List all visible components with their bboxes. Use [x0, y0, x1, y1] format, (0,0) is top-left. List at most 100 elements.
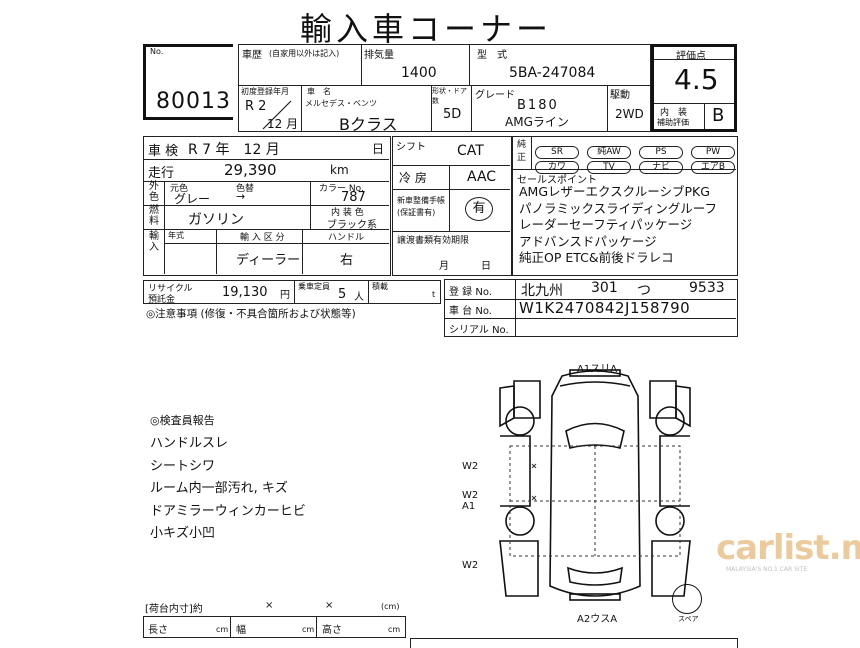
stock-number-box: No. 80013: [143, 44, 233, 120]
model-type-value: 5BA-247084: [509, 65, 596, 81]
handle-label: ハンドル: [328, 233, 365, 243]
sales-point-item: パノラミックスライディングルーフ: [519, 200, 718, 216]
color-code-label: カラー No.: [319, 184, 364, 194]
load-unit: t: [432, 290, 436, 299]
cargo-height-label: 高さ: [322, 625, 342, 636]
sunroof-option: SR: [535, 146, 579, 159]
sales-points-label: セールスポイント: [517, 175, 597, 186]
front-right-wheel: [655, 406, 685, 436]
import-class: ディーラー: [236, 253, 301, 268]
recycle-row: リサイクル 預託金 19,130 円 乗車定員 5 人 積載 t: [143, 280, 441, 305]
front-left-wheel: [505, 406, 535, 436]
rear-left-wheel: [505, 506, 535, 536]
manual-value-circle: 有: [465, 197, 493, 221]
car-body: [549, 370, 641, 597]
alloy-wheel-option: 純AW: [587, 146, 631, 159]
inspector-report: ◎検査員報告 ハンドルスレ シートシワ ルーム内一部汚れ, キズ ドアミラーウィ…: [150, 412, 306, 546]
stock-number-label: No.: [150, 47, 164, 56]
inspection-label: 車 検: [148, 144, 179, 159]
doors-value: 5D: [443, 107, 462, 122]
cargo-width-label: 幅: [236, 625, 246, 636]
cargo-dimensions: [荷台内寸]約 × × (cm) 長さ cm 幅 cm 高さ cm: [143, 598, 406, 645]
title-expiry-label: 譲渡書類有効期限: [397, 236, 470, 246]
plate-region: 北九州: [521, 283, 563, 299]
inspector-report-item: 小キズ小凹: [150, 526, 216, 541]
fuel-value: ガソリン: [188, 212, 244, 228]
sales-point-item: 純正OP ETC&前後ドラレコ: [519, 250, 674, 265]
import-label: 輸入: [149, 231, 159, 253]
load-label: 積載: [372, 282, 388, 291]
top-info-grid: 車歴 (自家用以外は記入) 排気量 1400 型 式 5BA-247084 初度…: [238, 44, 652, 134]
score-box: 評価点 4.5 内 装 補助評価 B: [651, 44, 737, 132]
diagram-label-w2-front: W2: [462, 461, 479, 472]
history-label: 車歴: [242, 50, 262, 61]
color-outer-label: 外色: [149, 181, 159, 203]
interior-label1: 内 装: [660, 108, 688, 118]
mileage-value: 29,390: [224, 161, 277, 179]
score-value: 4.5: [674, 63, 719, 96]
cargo-width-unit: cm: [302, 625, 315, 634]
diagram-label-bottom: A2ウスA: [577, 614, 618, 625]
recycle-label1: リサイクル: [148, 284, 193, 294]
score-label: 評価点: [676, 51, 706, 62]
chassis-label: 車 台 No.: [449, 306, 492, 317]
color-orig: グレー: [174, 192, 211, 206]
doors-label: 形状・ドア数: [432, 87, 467, 105]
car-model: Bクラス: [339, 115, 398, 134]
interior-color: ブラック系: [327, 220, 377, 231]
page-title: 輸入車コーナー: [300, 10, 553, 48]
interior-value: B: [712, 105, 725, 126]
inspector-report-item: シートシワ: [150, 458, 216, 474]
airbag-option: エアB: [691, 161, 735, 174]
cargo-label: [荷台内寸]約: [145, 604, 203, 615]
capacity-label: 乗車定員: [298, 282, 330, 291]
capacity-unit: 人: [354, 292, 364, 303]
sales-point-item: AMGレザーエクスクルーシブPKG: [519, 184, 710, 199]
manual-value: 有: [472, 201, 486, 216]
cargo-height-unit: cm: [388, 625, 401, 634]
cargo-x1: ×: [265, 600, 274, 611]
recycle-unit: 円: [280, 290, 290, 301]
vehicle-spec-grid: 車 検 R 7 年 12 月 日 走行 29,390 km 外色 元色 色替 グ…: [143, 136, 391, 276]
mileage-label: 走行: [148, 166, 175, 181]
color-arrow: →: [236, 190, 246, 203]
inspection-day: 日: [372, 142, 385, 156]
ac-label: 冷 房: [399, 171, 427, 185]
tv-option: TV: [587, 161, 631, 174]
fuel-label: 燃料: [149, 205, 159, 227]
import-year-label: 年式: [168, 231, 184, 240]
drive-label: 駆動: [610, 90, 630, 101]
serial-label: シリアル No.: [449, 325, 509, 336]
color-change-label: 色替: [236, 184, 255, 194]
mileage-unit: km: [330, 163, 349, 177]
interior-label2: 補助評価: [657, 118, 689, 127]
plate-class: 301: [591, 280, 618, 296]
shift-label: シフト: [396, 142, 426, 153]
diagram-label-w2-mid: W2: [462, 490, 479, 501]
leather-option: カワ: [535, 161, 579, 174]
watermark-text: carlist.my: [716, 528, 860, 568]
power-steering-option: PS: [639, 146, 683, 159]
diagram-label-w2-rear: W2: [462, 560, 479, 571]
watermark-subtext: MALAYSIA'S NO.1 CAR SITE: [726, 566, 808, 573]
navi-option: ナビ: [639, 161, 683, 174]
spare-tire-icon: [672, 584, 702, 614]
color-orig-label: 元色: [170, 184, 189, 194]
inspector-report-item: ハンドルスレ: [150, 436, 229, 451]
displacement-value: 1400: [401, 65, 437, 81]
chassis-value: W1K2470842J158790: [519, 299, 691, 317]
title-expiry-day: 日: [481, 261, 491, 272]
handle-value: 右: [340, 253, 354, 268]
car-damage-diagram: [499, 369, 691, 601]
history-note: (自家用以外は記入): [269, 49, 340, 58]
diagram-label-a1: A1: [462, 501, 476, 512]
equipment-label: 純正: [517, 140, 527, 163]
cargo-unit: (cm): [381, 602, 400, 611]
registration-era: R 2: [245, 99, 267, 114]
import-class-label: 輸 入 区 分: [240, 233, 285, 243]
inspection-value: R 7 年 12 月: [188, 142, 280, 158]
plate-number: 9533: [689, 280, 725, 296]
grade-line2: AMGライン: [505, 115, 569, 129]
sales-point-item: レーダーセーフティパッケージ: [519, 217, 693, 232]
spare-label: スペア: [678, 615, 699, 623]
